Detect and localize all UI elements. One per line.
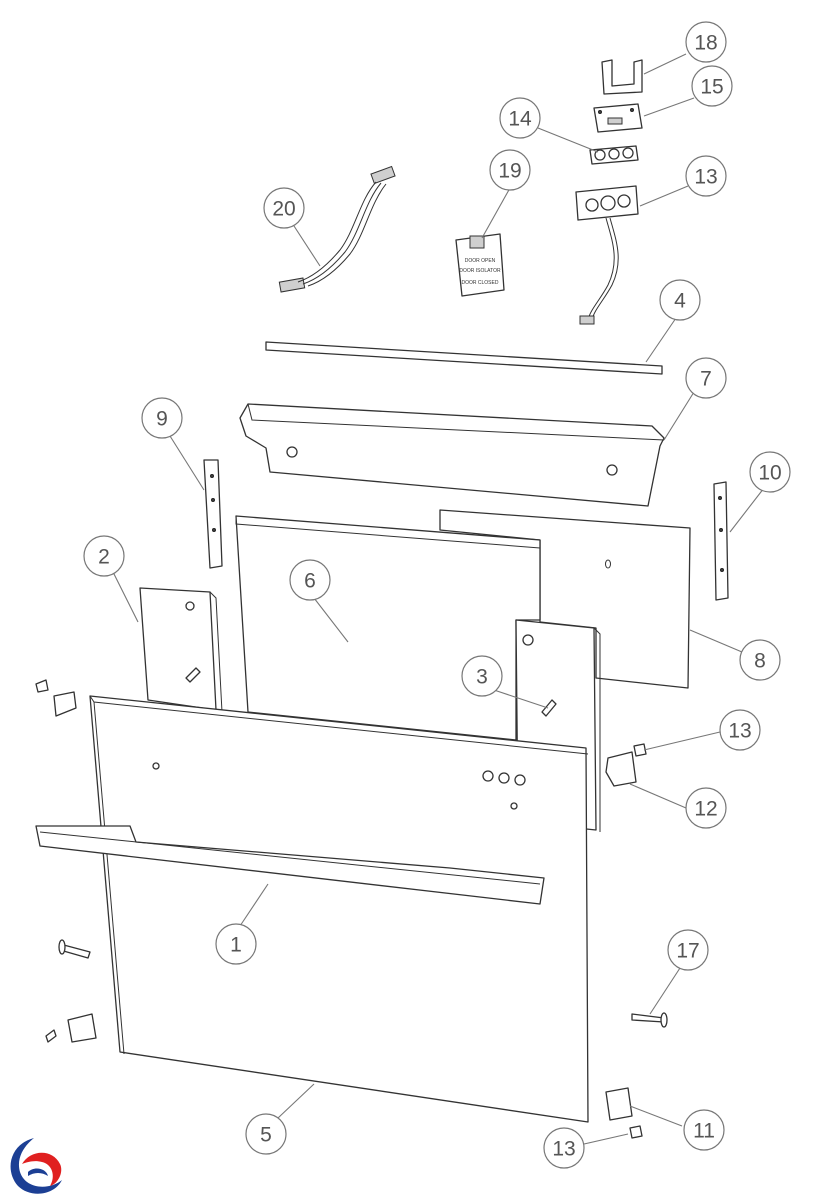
callout-12: 12	[685, 787, 727, 829]
callout-6: 6	[289, 559, 331, 601]
callout-20-label: 20	[272, 198, 295, 221]
callout-16: 15	[691, 65, 733, 107]
part-16-control-board	[593, 103, 643, 133]
callout-6-label: 6	[304, 570, 316, 593]
callout-20: 20	[263, 187, 305, 229]
callout-12-label: 12	[694, 798, 717, 821]
part-17-bolt	[631, 1012, 668, 1028]
brand-swirl-logo	[10, 1138, 62, 1194]
callout-13-lower: 13	[543, 1127, 585, 1169]
left-bottom-bracket	[45, 1013, 97, 1043]
leader-lines	[111, 53, 765, 1145]
callout-3: 3	[461, 655, 503, 697]
part-10-right-hinge	[713, 481, 729, 601]
part-6-inner-panel	[235, 515, 541, 741]
callout-18-label: 18	[694, 32, 717, 55]
part-14-button-housing	[575, 185, 639, 325]
callout-18: 18	[685, 21, 727, 63]
part-11-bottom-bracket	[605, 1087, 633, 1121]
callout-15: 14	[499, 97, 541, 139]
callout-17-label: 17	[676, 940, 699, 963]
left-bolt	[58, 939, 91, 959]
part-18-bracket	[601, 59, 643, 95]
part-19-isolator-switch: DOOR OPEN DOOR ISOLATOR DOOR CLOSED	[455, 233, 505, 297]
callout-2: 2	[83, 535, 125, 577]
part-8-back-panel	[439, 509, 691, 689]
part-15-button-set	[589, 145, 639, 165]
callout-13-lower-label: 13	[552, 1138, 575, 1161]
callout-9: 9	[141, 397, 183, 439]
callout-13-upper: 13	[719, 709, 761, 751]
callout-15-label: 14	[508, 108, 532, 131]
callout-5-label: 5	[260, 1124, 272, 1147]
part-13-clip-lower	[629, 1125, 643, 1139]
callout-4-label: 4	[674, 290, 686, 313]
callout-4: 4	[659, 279, 701, 321]
callout-11: 11	[683, 1109, 725, 1151]
callout-1: 1	[215, 923, 257, 965]
callout-7-label: 7	[700, 368, 712, 391]
callout-10-label: 10	[758, 462, 781, 485]
left-top-clip	[35, 679, 77, 717]
callout-5: 5	[245, 1113, 287, 1155]
part-2-left-spacer	[139, 587, 223, 713]
callout-10: 10	[749, 451, 791, 493]
part-1-handle	[35, 825, 545, 905]
callout-13-upper-label: 13	[728, 720, 751, 743]
part-9-left-hinge	[203, 459, 223, 569]
svg-text:DOOR CLOSED: DOOR CLOSED	[462, 280, 499, 286]
callout-14: 13	[685, 155, 727, 197]
part-20-wiring-harness	[278, 165, 396, 293]
callout-2-label: 2	[98, 546, 110, 569]
part-4-seal-strip	[265, 341, 663, 375]
callout-3-label: 3	[476, 666, 488, 689]
part-3-screw-left	[185, 667, 201, 683]
callout-14-label: 13	[694, 166, 717, 189]
part-7-top-trim	[239, 403, 665, 507]
callout-8: 8	[739, 639, 781, 681]
callout-1-label: 1	[230, 934, 242, 957]
callout-8-label: 8	[754, 650, 766, 673]
part-3-screw-right	[541, 699, 557, 717]
callout-17: 17	[667, 929, 709, 971]
callout-16-label: 15	[700, 76, 723, 99]
callout-19: 19	[489, 149, 531, 191]
svg-text:DOOR OPEN: DOOR OPEN	[465, 258, 496, 264]
part-5-outer-door	[89, 695, 589, 1123]
svg-text:DOOR ISOLATOR: DOOR ISOLATOR	[459, 268, 501, 274]
part-13-clip-upper	[633, 743, 647, 757]
callout-19-label: 19	[498, 160, 521, 183]
part-12-hinge-bracket	[605, 751, 637, 787]
callout-11-label: 11	[693, 1120, 715, 1143]
callout-7: 7	[685, 357, 727, 399]
callout-9-label: 9	[156, 408, 168, 431]
